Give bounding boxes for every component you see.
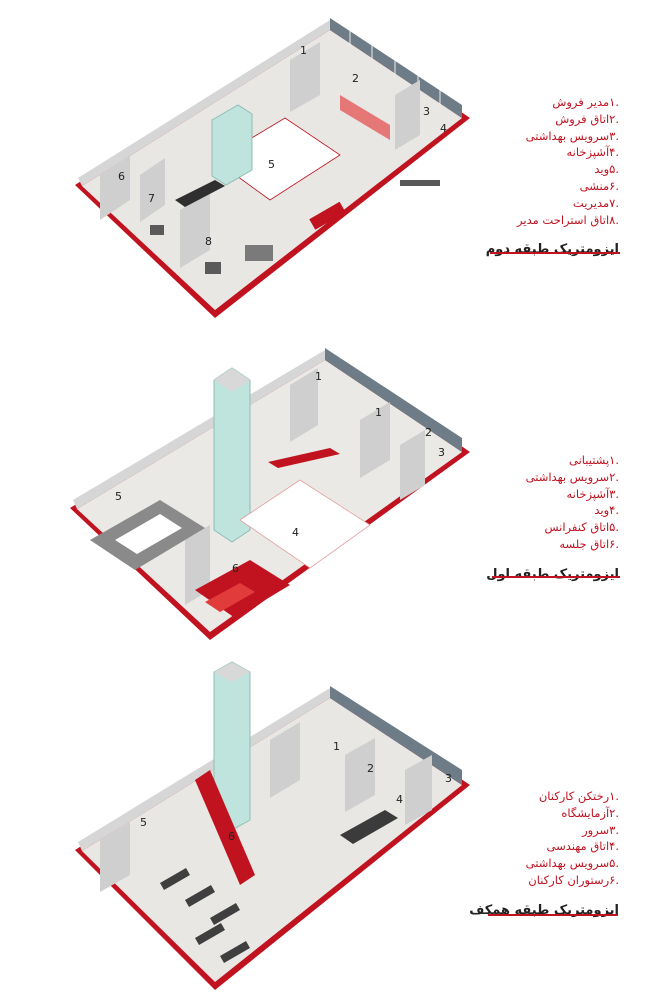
back-wall-left: [73, 350, 325, 509]
room-item: .۲اتاق فروش: [555, 111, 619, 126]
red-staircase: [195, 770, 255, 885]
room-item: .۴اتاق مهندسی: [546, 839, 619, 854]
plan-label: 6: [228, 830, 235, 843]
glass-facade: [325, 348, 462, 452]
room-item: .۱پشتیبانی: [568, 453, 619, 467]
void-opening: [239, 479, 371, 569]
plan-label: 8: [205, 235, 212, 248]
room-item: .۳سرویس بهداشتی: [525, 128, 619, 143]
reception-desk: [175, 180, 225, 207]
red-stair: [268, 448, 340, 468]
plan-label: 7: [148, 192, 155, 205]
plan-label: 1: [300, 44, 307, 57]
plan-labels: 1 2 3 4 5 6: [140, 740, 452, 843]
sofa: [309, 201, 346, 230]
elevator-shaft: [211, 104, 253, 186]
room-item: .۵اتاق کنفرانس: [544, 520, 620, 535]
plan-label: 2: [352, 72, 359, 85]
restaurant-tables: [160, 868, 250, 963]
title-underline: [492, 576, 620, 578]
plan-label: 3: [445, 772, 452, 785]
room-item: .۶اتاق جلسه: [559, 536, 619, 551]
furniture: [150, 180, 440, 274]
room-item: .۱رختکن کارکنان: [538, 789, 619, 803]
legend-ground-floor: .۱رختکن کارکنان .۲آزمایشگاه .۳سرور .۴اتا…: [469, 788, 619, 918]
floor-title: ایزومتریک طبقه دوم: [485, 242, 619, 258]
plan-label: 3: [423, 105, 430, 118]
plan-label: 5: [115, 490, 122, 503]
plan-label: 6: [118, 170, 125, 183]
floor-panel-second: 1 2 3 4 5 6 7 8 .۱مدیر فروش .۲اتاق فروش …: [0, 0, 667, 320]
room-item: .۷مدیریت: [572, 195, 619, 210]
plan-label: 2: [425, 426, 432, 439]
facade-mullions: [349, 30, 441, 106]
isometric-plan-first-floor: 1 1 2 3 4 5 6: [70, 348, 470, 640]
room-item: .۶منشی: [579, 178, 619, 193]
plan-label: 3: [438, 446, 445, 459]
plan-label: 5: [268, 158, 275, 171]
room-item: .۳آشپزخانه: [566, 486, 619, 501]
elevator-roof: [214, 368, 250, 392]
legend-first-floor: .۱پشتیبانی .۲سرویس بهداشتی .۳آشپزخانه .۴…: [486, 452, 619, 582]
partition-walls: [100, 722, 432, 892]
room-item: .۵سرویس بهداشتی: [525, 856, 619, 871]
plan-label: 6: [232, 562, 239, 575]
back-wall-left: [78, 688, 330, 851]
room-item: .۳سرور: [582, 822, 619, 837]
red-counter: [340, 810, 398, 844]
plan-labels: 1 1 2 3 4 5 6: [115, 370, 445, 575]
isometric-plan-ground-floor: 1 2 3 4 5 6: [75, 661, 470, 990]
plan-label: 4: [440, 122, 447, 135]
floor-panel-ground: 1 2 3 4 5 6 .۱رختکن کارکنان .۲آزمایشگاه …: [0, 660, 667, 990]
plan-label: 4: [396, 793, 403, 806]
plan-label: 1: [375, 406, 382, 419]
title-underline: [490, 252, 620, 254]
partition-walls: [185, 368, 425, 605]
plan-label: 5: [140, 816, 147, 829]
room-item: .۲سرویس بهداشتی: [525, 469, 619, 484]
isometric-plan-second-floor: 1 2 3 4 5 6 7 8: [75, 18, 470, 318]
room-item: .۲آزمایشگاه: [561, 805, 619, 820]
room-item: .۸اتاق استراحت مدیر: [517, 212, 619, 227]
plan-label: 1: [315, 370, 322, 383]
conference-table: [115, 514, 182, 554]
glass-facade: [330, 18, 462, 118]
room-item: .۵وید: [594, 162, 619, 177]
plan-labels: 1 2 3 4 5 6 7 8: [118, 44, 447, 248]
sales-room-red-screen: [340, 95, 390, 140]
room-item: .۱مدیر فروش: [552, 95, 619, 109]
room-item: .۴آشپزخانه: [566, 145, 619, 160]
void-opening: [214, 117, 341, 201]
plan-label: 1: [333, 740, 340, 753]
partition-walls: [100, 42, 420, 268]
title-underline: [488, 914, 618, 916]
floor-panel-first: 1 1 2 3 4 5 6 .۱پشتیبانی .۲سرویس بهداشتی…: [0, 340, 667, 660]
plan-label: 4: [292, 526, 299, 539]
floor-title: ایزومتریک طبقه اول: [486, 566, 619, 582]
room-item: .۶رستوران کارکنان: [528, 872, 619, 887]
meeting-table-red: [205, 583, 255, 612]
elevator-roof: [214, 662, 250, 682]
elevator-tower: [213, 367, 251, 543]
plan-label: 2: [367, 762, 374, 775]
back-wall-left: [78, 20, 330, 186]
room-item: .۴وید: [594, 503, 619, 518]
legend-second-floor: .۱مدیر فروش .۲اتاق فروش .۳سرویس بهداشتی …: [486, 94, 619, 257]
